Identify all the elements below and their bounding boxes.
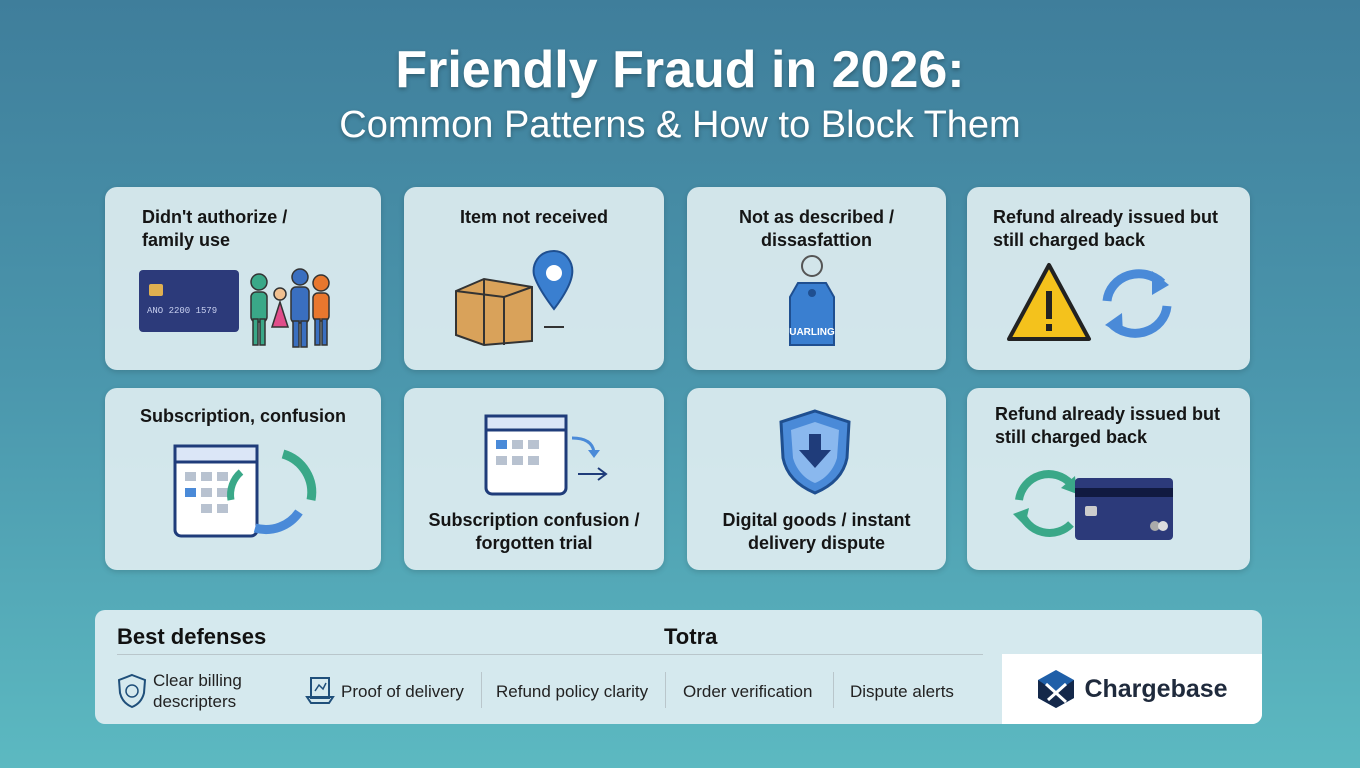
page-subtitle: Common Patterns & How to Block Them (339, 104, 1021, 146)
card-title: Refund already issued but still charged … (993, 207, 1219, 250)
package-location-icon (455, 249, 574, 347)
card-title: Not as described / dissasfattion (738, 207, 895, 250)
defense-item: Clear billing descripters (117, 670, 253, 712)
refresh-card-icon (1013, 470, 1173, 540)
defense-item: Proof of delivery (305, 670, 464, 712)
svg-text:UARLING: UARLING (789, 327, 835, 338)
separator (665, 672, 666, 708)
calendar-arrow-icon (484, 414, 608, 496)
defense-label: Proof of delivery (341, 681, 464, 701)
svg-text:ANO 2200 1579: ANO 2200 1579 (147, 306, 217, 316)
card-item-not-received: Item not received (404, 187, 664, 370)
credit-card-family-icon: ANO 2200 1579 (139, 268, 330, 348)
warning-refresh-icon (1007, 263, 1172, 341)
defense-label: Clear billing descripters (153, 671, 242, 711)
shield-download-icon (779, 409, 851, 495)
divider (117, 654, 983, 655)
defenses-center-heading: Totra (664, 624, 718, 649)
shield-icon (117, 673, 147, 709)
card-forgotten-trial: Subscription confusion / forgotten trial (404, 388, 664, 570)
card-refund-chargeback: Refund already issued but still charged … (967, 388, 1250, 570)
card-not-as-described: Not as described / dissasfattion UARLING (687, 187, 946, 370)
defense-label: Refund policy clarity (496, 681, 649, 701)
defense-label: Dispute alerts (850, 681, 954, 701)
page-title: Friendly Fraud in 2026: (395, 41, 965, 99)
card-title: Refund already issued but still charged … (995, 404, 1221, 447)
card-title: Item not received (459, 207, 609, 227)
chargebase-logo-icon (1038, 670, 1075, 708)
separator (833, 672, 834, 708)
delivery-receipt-icon (305, 677, 335, 704)
defenses-heading: Best defenses (117, 624, 267, 649)
calendar-cycle-icon (173, 444, 317, 538)
separator (481, 672, 482, 708)
tag-icon: UARLING (789, 255, 835, 346)
card-refund-issued: Refund already issued but still charged … (967, 187, 1250, 370)
defense-item: Dispute alerts (850, 670, 954, 712)
defense-item: Order verification (683, 670, 812, 712)
brand-name: Chargebase (1084, 674, 1228, 703)
card-digital-goods: Digital goods / instant delivery dispute (687, 388, 946, 570)
card-title: Subscription confusion / forgotten trial (428, 510, 640, 553)
defense-label: Order verification (683, 681, 813, 701)
defenses-panel: Best defenses Totra Clear billing descri… (95, 610, 1262, 724)
defense-item: Refund policy clarity (496, 670, 648, 712)
card-title: Digital goods / instant delivery dispute (722, 510, 911, 553)
brand-logo: Chargebase (1002, 654, 1262, 724)
card-didnt-authorize: Didn't authorize / family use ANO 2200 1… (105, 187, 381, 370)
card-title: Subscription, confusion (140, 406, 346, 426)
card-title: Didn't authorize / family use (142, 207, 288, 250)
card-subscription-confusion: Subscription, confusion (105, 388, 381, 570)
